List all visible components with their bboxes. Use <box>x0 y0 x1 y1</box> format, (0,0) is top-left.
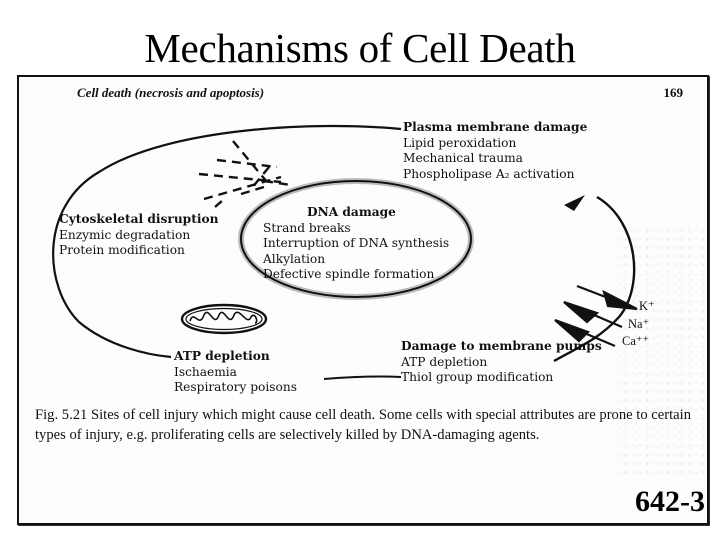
cytoskeleton-heading: Cytoskeletal disruption <box>59 212 219 226</box>
atp-group: ATP depletion Ischaemia Respiratory pois… <box>174 349 297 396</box>
plasma-membrane-item: Lipid peroxidation <box>403 135 517 150</box>
atp-item: Ischaemia <box>174 364 237 379</box>
dna-item: Alkylation <box>263 251 326 266</box>
cytoskeleton-group: Cytoskeletal disruption Enzymic degradat… <box>59 212 218 259</box>
plasma-membrane-heading: Plasma membrane damage <box>403 120 588 134</box>
plasma-membrane-item: Mechanical trauma <box>403 151 523 165</box>
figure-frame: Cell death (necrosis and apoptosis) 169 <box>17 75 709 525</box>
dna-heading: DNA damage <box>307 205 396 219</box>
ion-label-potassium: K⁺ <box>639 299 655 313</box>
membrane-pumps-item: ATP depletion <box>401 354 488 369</box>
ion-pump-arrows-icon <box>554 284 638 348</box>
ion-label-sodium: Na⁺ <box>628 317 650 331</box>
arrowhead-icon <box>564 195 585 211</box>
dna-item: Strand breaks <box>263 220 351 235</box>
membrane-arc-right <box>553 195 636 363</box>
cytoskeleton-filaments-icon <box>198 140 292 208</box>
membrane-pumps-heading: Damage to membrane pumps <box>401 339 602 353</box>
dna-item: Interruption of DNA synthesis <box>263 236 450 250</box>
plasma-membrane-item: Phospholipase A₂ activation <box>403 166 575 181</box>
cytoskeleton-item: Protein modification <box>59 243 185 257</box>
atp-heading: ATP depletion <box>174 349 270 363</box>
cell-diagram <box>52 124 638 380</box>
dna-group: DNA damage Strand breaks Interruption of… <box>263 205 449 283</box>
mitochondrion-icon <box>180 303 268 335</box>
atp-item: Respiratory poisons <box>174 380 297 394</box>
slide-code: 642-3 <box>635 485 705 518</box>
running-head: Cell death (necrosis and apoptosis) <box>77 85 265 100</box>
ion-label-calcium: Ca⁺⁺ <box>622 334 650 348</box>
connector-line <box>323 375 402 380</box>
figure-caption: Fig. 5.21 Sites of cell injury which mig… <box>35 407 691 443</box>
membrane-pumps-group: Damage to membrane pumps ATP depletion T… <box>401 339 602 386</box>
dna-item: Defective spindle formation <box>263 267 435 281</box>
cytoskeleton-item: Enzymic degradation <box>59 227 191 242</box>
cell-membrane-outline <box>52 124 402 359</box>
scan-noise <box>617 227 707 477</box>
membrane-pumps-item: Thiol group modification <box>401 370 554 384</box>
slide-title: Mechanisms of Cell Death <box>144 25 576 71</box>
plasma-membrane-group: Plasma membrane damage Lipid peroxidatio… <box>403 120 587 182</box>
page-number: 169 <box>663 85 684 100</box>
